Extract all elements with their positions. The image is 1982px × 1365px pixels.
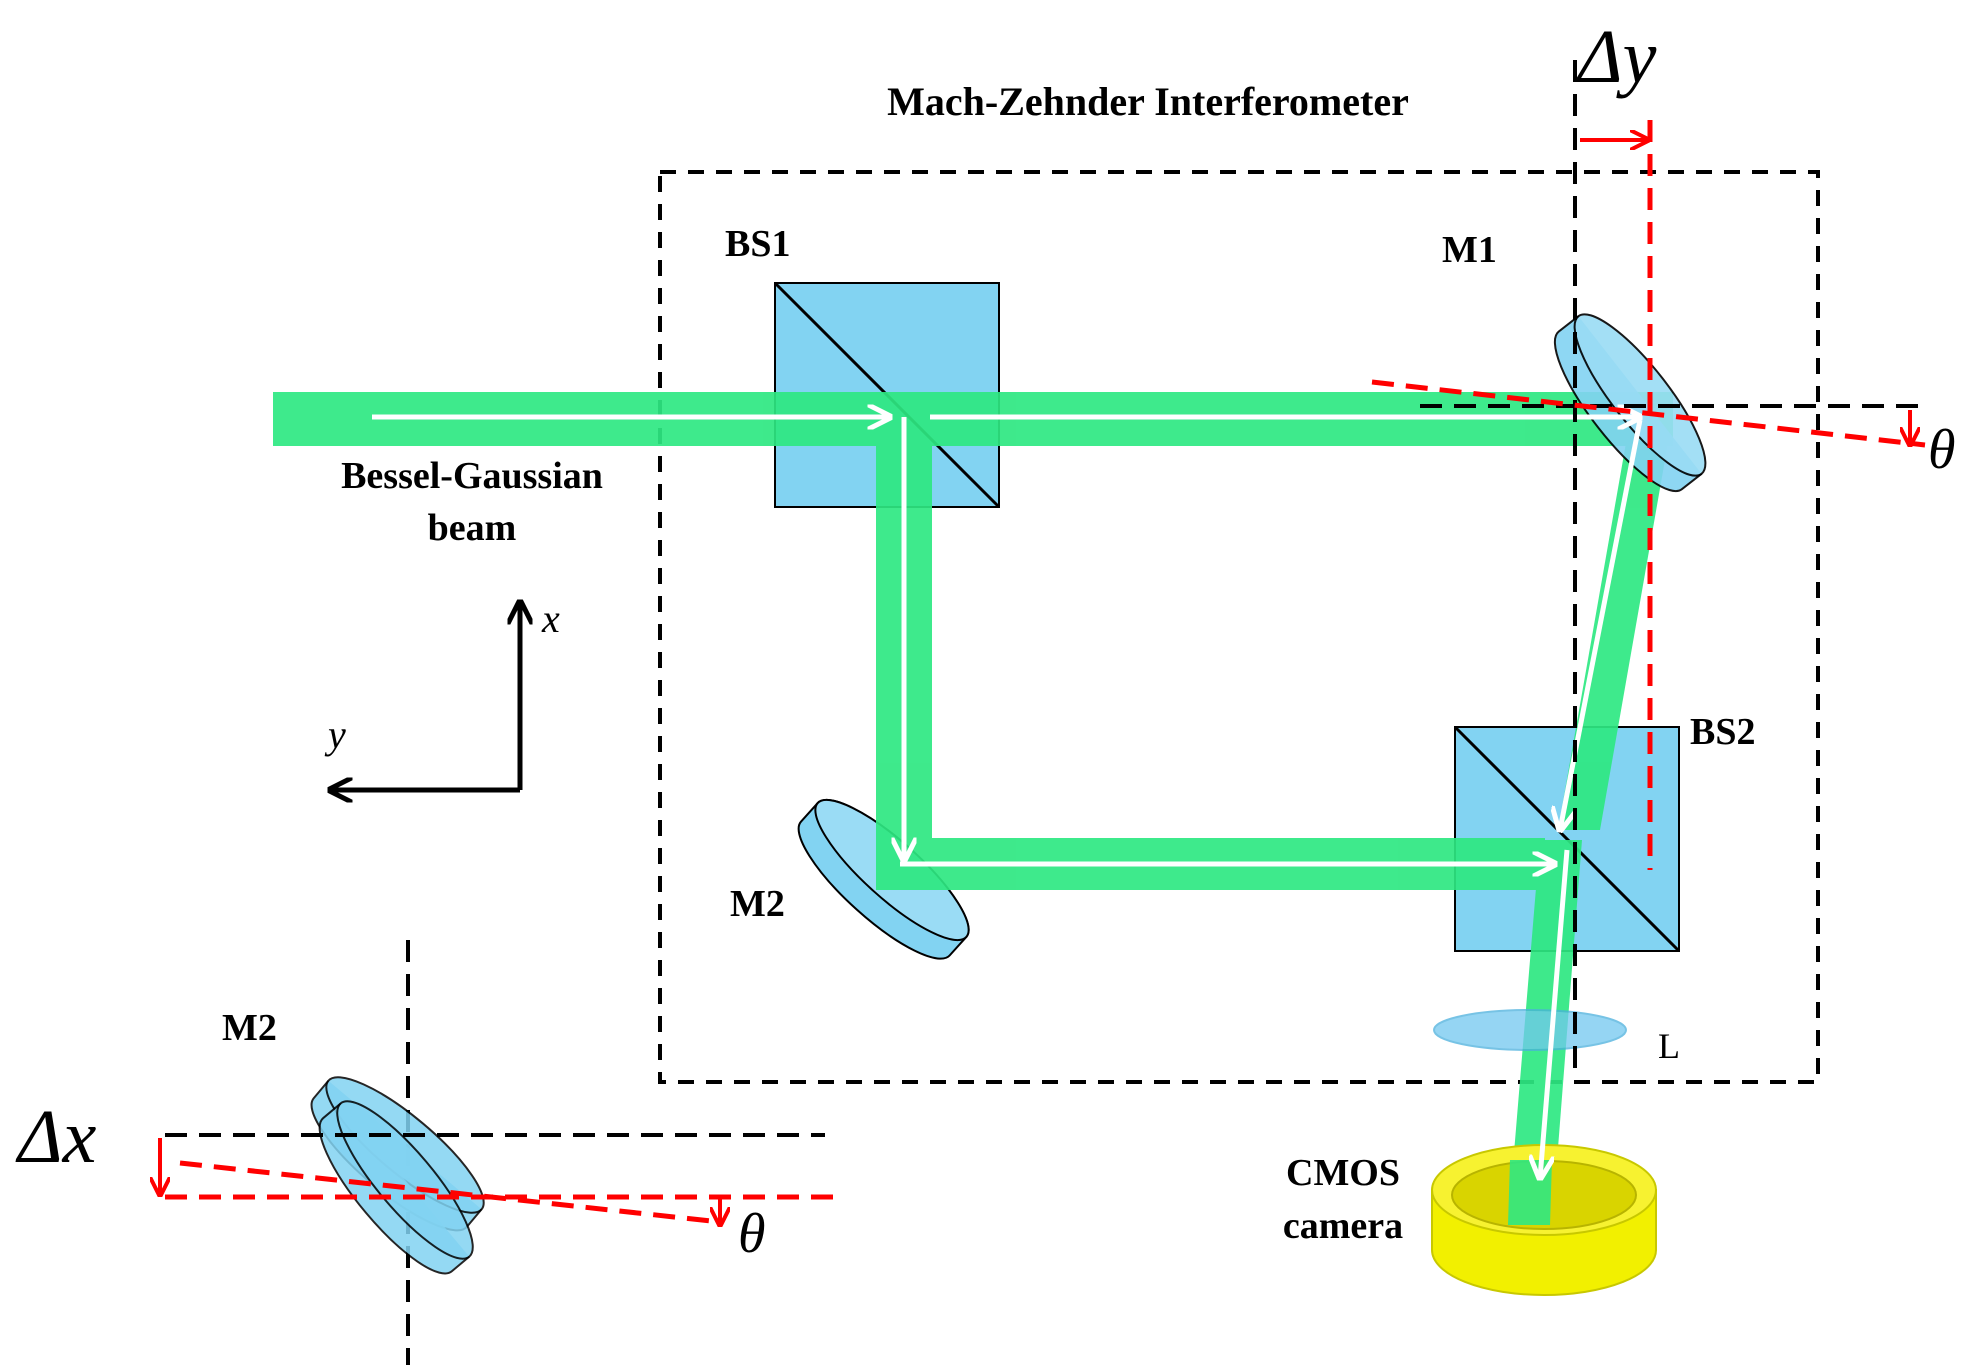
theta-m1-label: θ (1928, 419, 1956, 481)
m1-displacement-annotations (1371, 60, 1930, 1080)
camera-label-line1: CMOS (1286, 1152, 1400, 1194)
beam-label-line1: Bessel-Gaussian (341, 455, 603, 497)
beam-direction-arrows (372, 417, 1640, 1178)
diagram-title: Mach-Zehnder Interferometer (887, 79, 1409, 124)
theta-m2-label: θ (738, 1203, 766, 1265)
delta-y-label: Δy (1575, 15, 1657, 99)
m2-inset-label: M2 (222, 1007, 277, 1049)
lens-label: L (1658, 1026, 1680, 1066)
delta-x-label: Δx (15, 1095, 97, 1179)
beam-label-line2: beam (428, 507, 517, 549)
cmos-camera (1431, 1144, 1657, 1296)
lens (1433, 1009, 1627, 1051)
axis-y-label: y (324, 712, 346, 757)
bs2-label: BS2 (1690, 711, 1755, 753)
interferometer-frame (658, 170, 1820, 1084)
coordinate-axes (330, 602, 520, 790)
m2-label: M2 (730, 883, 785, 925)
m2-inset (160, 940, 835, 1365)
m1-label: M1 (1442, 229, 1497, 271)
axis-x-label: x (541, 596, 560, 641)
camera-label-line2: camera (1283, 1205, 1403, 1247)
mirror-m1 (1553, 313, 1707, 493)
bs1-label: BS1 (725, 223, 790, 265)
